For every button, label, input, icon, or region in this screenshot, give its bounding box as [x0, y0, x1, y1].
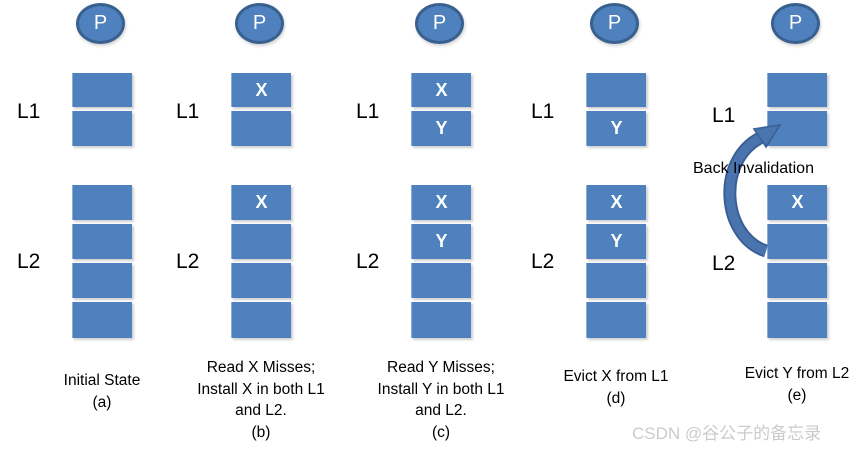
l1-cell: [586, 73, 646, 107]
l2-cell: [72, 185, 132, 220]
l2-cell: [72, 302, 132, 338]
l2-cell: [767, 224, 827, 259]
l1-cell: [72, 111, 132, 146]
caption-c: Read Y Misses; Install Y in both L1 and …: [377, 359, 505, 441]
back-invalidation-arrow-icon: [723, 124, 782, 258]
l1-cell: [72, 73, 132, 107]
l2-cell: [586, 302, 646, 338]
caption-d: Evict X from L1 (d): [563, 368, 669, 407]
caption-a: Initial State (a): [63, 372, 141, 411]
l1-cell: X: [231, 73, 291, 107]
l2-cell: Y: [411, 224, 471, 259]
l2-label: L2: [176, 250, 200, 273]
l1-label: L1: [356, 100, 380, 123]
l2-cell: [767, 263, 827, 298]
column-e: P L1 L2 X Evict Y from L2 (e): [707, 0, 858, 449]
l1-label: L1: [531, 100, 555, 123]
processor-label: P: [93, 12, 108, 34]
processor-node-icon: P: [590, 3, 639, 44]
caption-b: Read X Misses; Install X in both L1 and …: [197, 359, 325, 441]
l2-cell: X: [767, 185, 827, 220]
processor-node-icon: P: [235, 3, 284, 44]
l2-cell: [767, 302, 827, 338]
l2-cell: Y: [586, 224, 646, 259]
processor-node-icon: P: [415, 3, 464, 44]
l1-cell: [231, 111, 291, 146]
l2-cell: [411, 263, 471, 298]
l2-cell: X: [586, 185, 646, 220]
l1-label: L1: [712, 104, 736, 127]
column-a: P L1 L2 Initial State (a): [12, 0, 202, 449]
l2-cell: X: [231, 185, 291, 220]
processor-label: P: [432, 12, 447, 34]
l1-cell: Y: [411, 111, 471, 146]
l2-label: L2: [531, 250, 555, 273]
l1-label: L1: [176, 100, 200, 123]
l2-cell: [231, 302, 291, 338]
column-b: P L1 X L2 X Read X Misses; Install X in …: [171, 0, 361, 449]
caption-e: Evict Y from L2 (e): [744, 365, 850, 404]
column-c: P L1 X Y L2 X Y Read Y Misses; Install Y…: [351, 0, 541, 449]
processor-label: P: [607, 12, 622, 34]
processor-node-icon: P: [76, 3, 125, 44]
l2-label: L2: [712, 252, 736, 275]
l1-cell: Y: [586, 111, 646, 146]
l2-cell: [586, 263, 646, 298]
column-d: P L1 Y L2 X Y Evict X from L1 (d): [526, 0, 716, 449]
l1-cell: X: [411, 73, 471, 107]
l1-label: L1: [17, 100, 41, 123]
processor-label: P: [252, 12, 267, 34]
l2-label: L2: [356, 250, 380, 273]
l2-label: L2: [17, 250, 41, 273]
processor-label: P: [788, 12, 803, 34]
processor-node-icon: P: [771, 3, 820, 44]
l2-cell: [72, 263, 132, 298]
l2-cell: [72, 224, 132, 259]
l2-cell: [231, 224, 291, 259]
l2-cell: X: [411, 185, 471, 220]
l1-cell: [767, 73, 827, 107]
l2-cell: [411, 302, 471, 338]
l2-cell: [231, 263, 291, 298]
watermark-text: CSDN @谷公子的备忘录: [632, 424, 822, 443]
back-invalidation-label: Back Invalidation: [693, 160, 814, 177]
